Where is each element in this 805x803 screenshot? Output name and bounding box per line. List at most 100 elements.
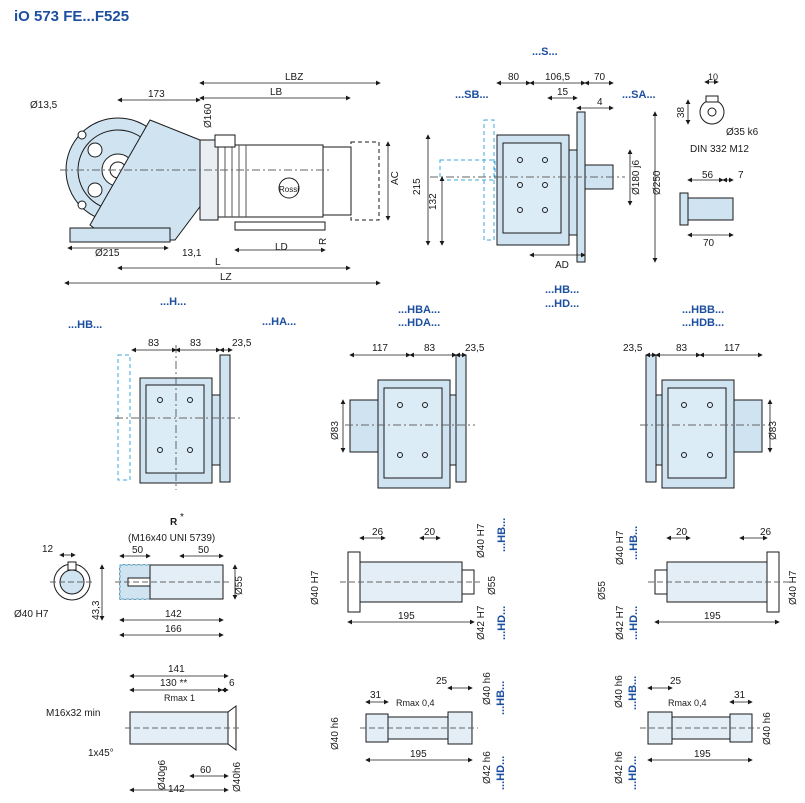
dim-n40h7: Ø40 H7 [615, 530, 626, 565]
dim-q40h6b: Ø40 h6 [482, 672, 493, 705]
dim-m40h7: Ø40 H7 [310, 570, 321, 605]
dim-m20: 20 [424, 527, 436, 538]
label-hd-v2: ...HD... [628, 606, 640, 640]
output-flange-sa [576, 111, 586, 263]
label-hd-v3: ...HD... [495, 756, 507, 790]
label-sb: ...SB... [455, 89, 489, 101]
dim-q195: 195 [410, 749, 427, 760]
dim-t10: 10 [708, 72, 718, 82]
gearbox-view-hba [345, 354, 475, 489]
dim-ac: AC [390, 171, 401, 185]
dim-m55: Ø55 [487, 576, 498, 595]
label-star: * [180, 512, 184, 523]
dim-t56: 56 [702, 170, 714, 181]
dim-p142: 142 [168, 784, 185, 795]
dim-u25: 25 [670, 676, 682, 687]
label-sa: ...SA... [622, 89, 656, 101]
dim-t7: 7 [738, 170, 744, 181]
dim-173: 173 [148, 89, 165, 100]
drawing-title: iO 573 FE...F525 [14, 8, 130, 25]
solid-shaft-detail [125, 705, 240, 751]
label-rmax1: Rmax 1 [164, 693, 195, 703]
dim-c-d83: Ø83 [768, 421, 779, 440]
dim-ld: LD [275, 242, 288, 253]
hollow-shaft-hb-right [648, 551, 790, 613]
dim-r166: 166 [165, 624, 182, 635]
dim-n42h7: Ø42 H7 [615, 605, 626, 640]
dim-p141: 141 [168, 664, 185, 675]
dim-q25: 25 [436, 676, 448, 687]
svg-text:Rossi: Rossi [279, 185, 299, 194]
label-hd-mid: ...HD... [545, 298, 579, 310]
label-hda: ...HDA... [398, 317, 440, 329]
label-m16x40: (M16x40 UNI 5739) [128, 533, 215, 544]
dim-m195: 195 [398, 611, 415, 622]
dim-s132: 132 [428, 193, 439, 210]
dim-b23-5: 23,5 [465, 343, 485, 354]
gearbox-view-h [115, 345, 240, 490]
dim-s80: 80 [508, 72, 520, 83]
label-hd-v4: ...HD... [627, 756, 639, 790]
dim-n26: 26 [760, 527, 772, 538]
label-hb-left: ...HB... [68, 319, 102, 331]
dim-r142: 142 [165, 609, 182, 620]
label-h: ...H... [160, 296, 186, 308]
dim-d215: Ø215 [95, 248, 120, 259]
solid-shaft-hb-mid [360, 711, 478, 745]
reaction-bolt-detail [115, 564, 230, 600]
label-ha: ...HA... [262, 316, 296, 328]
dim-b83: 83 [424, 343, 436, 354]
label-m16x32: M16x32 min [46, 708, 100, 719]
label-s: ...S... [532, 46, 558, 58]
hollow-shaft-hb-mid [340, 551, 480, 613]
dim-t70: 70 [703, 238, 715, 249]
label-hb-v1: ...HB... [496, 518, 508, 552]
dim-c83: 83 [676, 343, 688, 354]
gearbox-front-view-s [430, 111, 625, 263]
dim-m42h7: Ø42 H7 [476, 605, 487, 640]
dim-c117: 117 [724, 343, 740, 354]
dim-n20: 20 [676, 527, 688, 538]
label-chamfer: 1x45° [88, 748, 114, 759]
dim-l: L [215, 257, 221, 268]
dim-n195: 195 [704, 611, 721, 622]
label-rmax04b: Rmax 0,4 [668, 698, 707, 708]
label-hb-mid: ...HB... [545, 284, 579, 296]
dim-p130: 130 ** [160, 678, 187, 689]
dim-k12: 12 [42, 544, 54, 555]
gearbox-view-hbb [640, 354, 770, 489]
dim-u40h6: Ø40 h6 [614, 675, 625, 708]
dim-r50b: 50 [198, 545, 210, 556]
label-din: DIN 332 M12 [690, 144, 749, 155]
dim-u40h6b: Ø40 h6 [762, 712, 773, 745]
dim-t38: 38 [676, 106, 687, 118]
dim-d180: Ø180 j6 [631, 160, 642, 195]
dim-u42h6: Ø42 h6 [614, 751, 625, 784]
dim-n40h7b: Ø40 H7 [788, 570, 799, 605]
dim-lbz: LBZ [285, 72, 303, 83]
dim-h83a: 83 [148, 338, 160, 349]
dim-q40h6: Ø40 h6 [330, 717, 341, 750]
dim-m26: 26 [372, 527, 384, 538]
dim-d160: Ø160 [203, 103, 214, 128]
motor-adaptor [199, 139, 219, 221]
shaft-end-detail [679, 95, 734, 226]
dim-q42h6: Ø42 h6 [482, 751, 493, 784]
dim-h23-5: 23,5 [232, 338, 252, 349]
label-hb-v3: ...HB... [495, 681, 507, 715]
dim-u31: 31 [734, 690, 746, 701]
dim-c23-5: 23,5 [623, 343, 643, 354]
dim-p6: 6 [229, 678, 235, 689]
label-hb-v2: ...HB... [628, 526, 640, 560]
solid-shaft-hb-right [640, 711, 760, 745]
dim-lz: LZ [220, 272, 232, 283]
dim-s215: 215 [412, 178, 423, 195]
dim-s106-5: 106,5 [545, 72, 570, 83]
label-hbb: ...HBB... [682, 304, 724, 316]
dim-p60: 60 [200, 765, 212, 776]
dim-b117: 117 [372, 343, 388, 354]
dim-n55: Ø55 [597, 581, 608, 600]
dim-r55: Ø55 [234, 576, 245, 595]
dim-d13-5: Ø13,5 [30, 100, 58, 111]
